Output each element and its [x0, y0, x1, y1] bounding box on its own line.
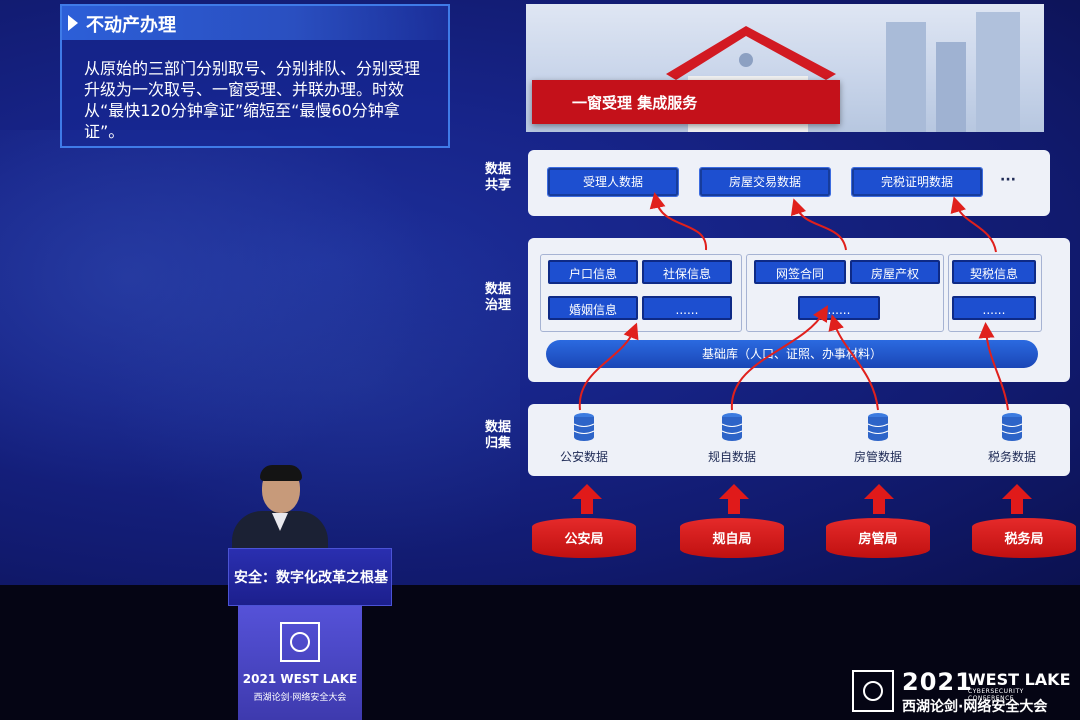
podium-year: 2021 WEST LAKE: [242, 672, 358, 686]
corner-west-lake: WEST LAKE: [968, 670, 1071, 689]
govern-item-property: 房屋产权: [850, 260, 940, 284]
govern-item-deed-tax: 契税信息: [952, 260, 1036, 284]
govern-row: 户口信息 社保信息 婚姻信息 ...... 网签合同 房屋产权 ...... 契…: [528, 238, 1070, 382]
share-more: ···: [1000, 172, 1016, 188]
info-title-bar: 不动产办理: [62, 6, 448, 40]
building-shape: [976, 12, 1020, 132]
database-icon: [1001, 413, 1023, 441]
source-label: 公安数据: [559, 450, 608, 464]
info-box: 不动产办理 从原始的三部门分别取号、分别排队、分别受理升级为一次取号、一窗受理、…: [60, 4, 450, 148]
govern-group-1: [540, 254, 742, 332]
bureau-housing: 房管局: [826, 518, 930, 558]
source-label: 房管数据: [853, 450, 902, 464]
share-item-tax-cert: 完税证明数据: [851, 167, 983, 197]
govern-item-marriage: 婚姻信息: [548, 296, 638, 320]
info-title: 不动产办理: [86, 15, 176, 36]
conference-logo-icon: [852, 670, 894, 712]
corner-logo: 2021 WEST LAKE CYBERSECURITY CONFERENCE …: [852, 668, 1072, 716]
source-housing: 房管数据: [828, 412, 928, 465]
building-shape: [936, 42, 966, 132]
podium-top: 安全：数字化改革之根基: [228, 548, 392, 606]
up-arrow-icon: [864, 484, 894, 514]
up-arrow-icon: [719, 484, 749, 514]
service-banner: 一窗受理 集成服务: [532, 80, 840, 124]
source-tax: 税务数据: [962, 412, 1062, 465]
podium-body: 2021 WEST LAKE 西湖论剑·网络安全大会: [238, 606, 362, 720]
govern-item-more-2: ......: [798, 296, 880, 320]
collect-row: 公安数据 规自数据 房管数据 税务数据: [528, 404, 1070, 476]
bureau-police: 公安局: [532, 518, 636, 558]
database-icon: [573, 413, 595, 441]
presentation-screen: 不动产办理 从原始的三部门分别取号、分别排队、分别受理升级为一次取号、一窗受理、…: [0, 0, 1080, 585]
corner-cn-name: 西湖论剑·网络安全大会: [902, 699, 1048, 715]
info-body: 从原始的三部门分别取号、分别排队、分别受理升级为一次取号、一窗受理、并联办理。时…: [84, 59, 421, 141]
podium-conference: 西湖论剑·网络安全大会: [253, 693, 347, 703]
building-shape: [886, 22, 926, 132]
govern-item-more-1: ......: [642, 296, 732, 320]
corner-subtitle: CYBERSECURITY CONFERENCE: [968, 688, 1024, 702]
govern-label: 数据治理: [484, 282, 511, 313]
source-police: 公安数据: [534, 412, 634, 465]
share-row: 受理人数据 房屋交易数据 完税证明数据 ···: [528, 150, 1050, 216]
bureau-tax: 税务局: [972, 518, 1076, 558]
diagram-panel: 一窗受理 集成服务 数据共享 受理人数据 房屋交易数据 完税证明数据 ··· 数…: [485, 0, 1076, 585]
up-arrow-icon: [1002, 484, 1032, 514]
bureau-planning: 规自局: [680, 518, 784, 558]
database-icon: [721, 413, 743, 441]
source-planning: 规自数据: [682, 412, 782, 465]
up-arrow-icon: [572, 484, 602, 514]
govern-item-hukou: 户口信息: [548, 260, 638, 284]
map-background: [0, 130, 520, 550]
share-item-applicant: 受理人数据: [547, 167, 679, 197]
govern-item-social-security: 社保信息: [642, 260, 732, 284]
speaker-hair: [260, 465, 302, 481]
collect-label: 数据归集: [484, 420, 511, 451]
source-label: 规自数据: [707, 450, 756, 464]
corner-year: 2021: [902, 668, 973, 696]
hero-image: 一窗受理 集成服务: [526, 4, 1044, 132]
podium-label: 安全：数字化改革之根基: [234, 570, 388, 586]
share-item-transaction: 房屋交易数据: [699, 167, 831, 197]
speaker: [232, 465, 328, 561]
source-label: 税务数据: [987, 450, 1036, 464]
base-library-bar: 基础库（人口、证照、办事材料）: [546, 340, 1038, 368]
conference-logo-icon: [280, 622, 320, 662]
govern-item-more-3: ......: [952, 296, 1036, 320]
database-icon: [867, 413, 889, 441]
triangle-arrow-icon: [68, 15, 78, 31]
share-label: 数据共享: [484, 162, 511, 193]
govern-item-contract: 网签合同: [754, 260, 846, 284]
